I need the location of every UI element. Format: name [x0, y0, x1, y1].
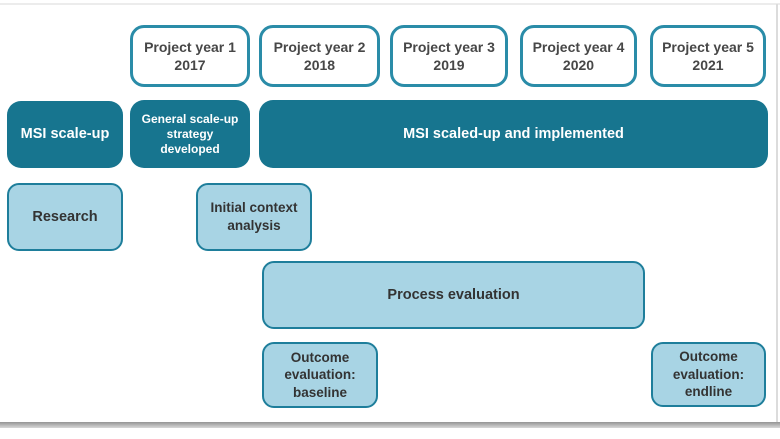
activity-label: Outcome evaluation: endline [672, 349, 745, 400]
activity-process-evaluation: Process evaluation [262, 261, 645, 329]
activity-research: Research [7, 183, 123, 251]
phase-msi-scale-up: MSI scale-up [7, 101, 123, 168]
activity-outcome-evaluation-endline: Outcome evaluation: endline [651, 342, 766, 407]
phase-label: MSI scale-up [20, 126, 110, 143]
figure-bottom-border [0, 422, 780, 428]
phase-label: General scale-up strategy developed [141, 111, 239, 156]
phase-general-scale-up-strategy: General scale-up strategy developed [130, 100, 250, 168]
figure-top-border [0, 3, 780, 5]
activity-initial-context-analysis: Initial context analysis [196, 183, 312, 251]
phase-msi-scaled-up-implemented: MSI scaled-up and implemented [259, 100, 768, 168]
phase-label: MSI scaled-up and implemented [403, 125, 624, 142]
activity-outcome-evaluation-baseline: Outcome evaluation: baseline [262, 342, 378, 408]
activity-label: Outcome evaluation: baseline [284, 349, 356, 400]
figure-right-border [776, 4, 778, 423]
activity-label: Research [32, 208, 98, 225]
activity-label: Process evaluation [387, 286, 520, 303]
activity-label: Initial context analysis [210, 200, 298, 233]
